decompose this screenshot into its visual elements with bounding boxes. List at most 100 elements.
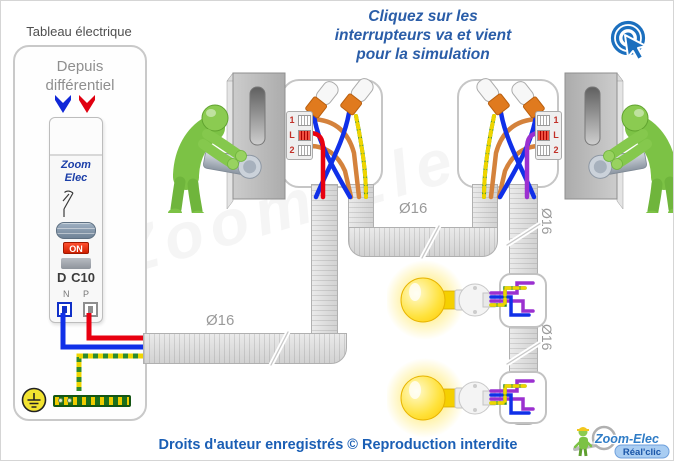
terminal-label: 1 bbox=[289, 115, 295, 125]
panel-subtitle-line-1: Depuis bbox=[56, 58, 104, 75]
conduit-left-vertical bbox=[311, 184, 338, 337]
lamp-socket bbox=[454, 387, 468, 409]
figure-right bbox=[603, 104, 673, 213]
terminal-row: 2 bbox=[288, 144, 311, 157]
switch-right-wires bbox=[482, 110, 543, 200]
phase-terminal-label: P bbox=[82, 289, 89, 299]
electrical-panel-title: Tableau électrique bbox=[26, 24, 132, 39]
strip-screw bbox=[58, 398, 63, 403]
terminal-label: 2 bbox=[289, 145, 295, 155]
switch-assembly-right[interactable] bbox=[441, 61, 674, 213]
terminal-row: L bbox=[288, 129, 311, 142]
title-line-3: pour la simulation bbox=[356, 46, 490, 63]
terminal-row: 1 bbox=[288, 114, 311, 127]
lamp-junction-box-1 bbox=[499, 273, 547, 328]
terminal-screw bbox=[298, 115, 311, 126]
click-cursor-icon bbox=[610, 20, 647, 61]
conduit-diameter-label: Ø16 bbox=[206, 312, 235, 329]
breaker-toggle-handle[interactable] bbox=[56, 222, 96, 239]
switch-lever-right[interactable] bbox=[587, 148, 648, 181]
breaker-amperage-label: C10 bbox=[71, 270, 95, 285]
conduit-diameter-label: Ø16 bbox=[539, 324, 555, 351]
cable-gland bbox=[476, 78, 510, 116]
logo-tagline-pill bbox=[614, 444, 670, 459]
strip-screw bbox=[67, 398, 72, 403]
terminal-screw bbox=[537, 130, 550, 141]
terminal-row: L bbox=[537, 129, 560, 142]
lamp-junction-box-2 bbox=[499, 371, 547, 424]
shuttle-wire-1 bbox=[488, 116, 543, 200]
logo-mascot bbox=[573, 427, 593, 457]
socket-flange bbox=[458, 381, 492, 415]
figure-left bbox=[168, 104, 247, 213]
logo-tagline: Réal'clic bbox=[623, 447, 661, 458]
neutral-terminal-slot bbox=[62, 306, 67, 313]
terminal-screw bbox=[298, 145, 311, 156]
breaker-brand-line-2: Elec bbox=[64, 172, 88, 184]
conduit-u-bottom bbox=[348, 227, 498, 257]
earth-icon bbox=[21, 387, 47, 413]
terminal-label: 2 bbox=[553, 145, 559, 155]
breaker-window bbox=[61, 258, 91, 269]
earth-wire-stripes bbox=[354, 114, 368, 199]
socket-flange bbox=[458, 283, 492, 317]
logo-name: Zoom-Elec bbox=[594, 432, 659, 446]
lamp-glow bbox=[387, 260, 465, 340]
terminal-label: 1 bbox=[553, 115, 559, 125]
breaker-brand: Zoom Elec bbox=[50, 159, 102, 185]
electrical-panel: Depuis différentiel Zoom Elec ON D C10 bbox=[13, 45, 147, 421]
page-title: Cliquez sur les interrupteurs va et vien… bbox=[294, 7, 552, 64]
switch-plate-right[interactable] bbox=[564, 72, 624, 210]
shuttle-wire-1 bbox=[307, 116, 362, 200]
switch-assembly-left[interactable] bbox=[166, 61, 391, 213]
circuit-breaker: Zoom Elec ON D C10 N P bbox=[49, 117, 103, 323]
zoom-elec-logo: Zoom-Elec Réal'clic bbox=[573, 425, 670, 459]
neutral-wire bbox=[313, 110, 352, 200]
terminal-block-left: 1 L 2 bbox=[286, 111, 313, 160]
breaker-terminal-labels: N P bbox=[50, 289, 102, 299]
magnifier-icon bbox=[591, 425, 617, 451]
switch-plate-left[interactable] bbox=[226, 72, 286, 210]
terminal-screw bbox=[537, 115, 550, 126]
neutral-terminal-label: N bbox=[63, 289, 70, 299]
terminal-label: L bbox=[553, 130, 559, 140]
earth-wire-stripes bbox=[482, 114, 496, 199]
breaker-on-button[interactable]: ON bbox=[63, 242, 89, 254]
terminal-block-right: 1 L 2 bbox=[535, 111, 562, 160]
switch-slot bbox=[584, 86, 601, 146]
neutral-wire bbox=[497, 113, 539, 200]
neutral-wire bbox=[311, 113, 353, 200]
arrow-down-red-icon bbox=[79, 95, 95, 113]
conduit-panel-horizontal bbox=[143, 333, 347, 364]
lamp-socket bbox=[454, 289, 468, 311]
breaker-symbol-icon bbox=[62, 190, 74, 217]
panel-subtitle: Depuis différentiel bbox=[15, 57, 145, 95]
conduit-diameter-label: Ø16 bbox=[539, 208, 555, 235]
conduit-diameter-label: Ø16 bbox=[399, 200, 428, 217]
breaker-top-cap bbox=[50, 118, 102, 156]
bulb-icon bbox=[400, 375, 446, 421]
breaker-curve-label: D bbox=[57, 270, 67, 285]
earth-terminal-strip bbox=[53, 395, 131, 407]
panel-subtitle-line-2: différentiel bbox=[45, 77, 115, 94]
neutral-terminal bbox=[57, 302, 72, 317]
arrow-down-blue-icon bbox=[55, 95, 71, 113]
title-line-1: Cliquez sur les bbox=[368, 8, 478, 25]
phase-terminal bbox=[83, 302, 98, 317]
copyright-notice: Droits d'auteur enregistrés © Reproducti… bbox=[158, 437, 518, 453]
terminal-row: 1 bbox=[537, 114, 560, 127]
lamp-glow bbox=[387, 358, 465, 438]
bulb-icon bbox=[400, 277, 446, 323]
terminal-screw bbox=[298, 130, 311, 141]
neutral-wire bbox=[498, 110, 537, 200]
title-line-2: interrupteurs va et vient bbox=[334, 27, 512, 44]
cable-gland bbox=[340, 78, 374, 116]
terminal-screw bbox=[537, 145, 550, 156]
switch-left-wires bbox=[307, 110, 368, 200]
incoming-feed-arrows bbox=[55, 95, 95, 113]
terminal-row: 2 bbox=[537, 144, 560, 157]
phase-terminal-slot bbox=[88, 306, 93, 313]
terminal-label: L bbox=[289, 130, 295, 140]
switch-slot bbox=[249, 86, 266, 146]
